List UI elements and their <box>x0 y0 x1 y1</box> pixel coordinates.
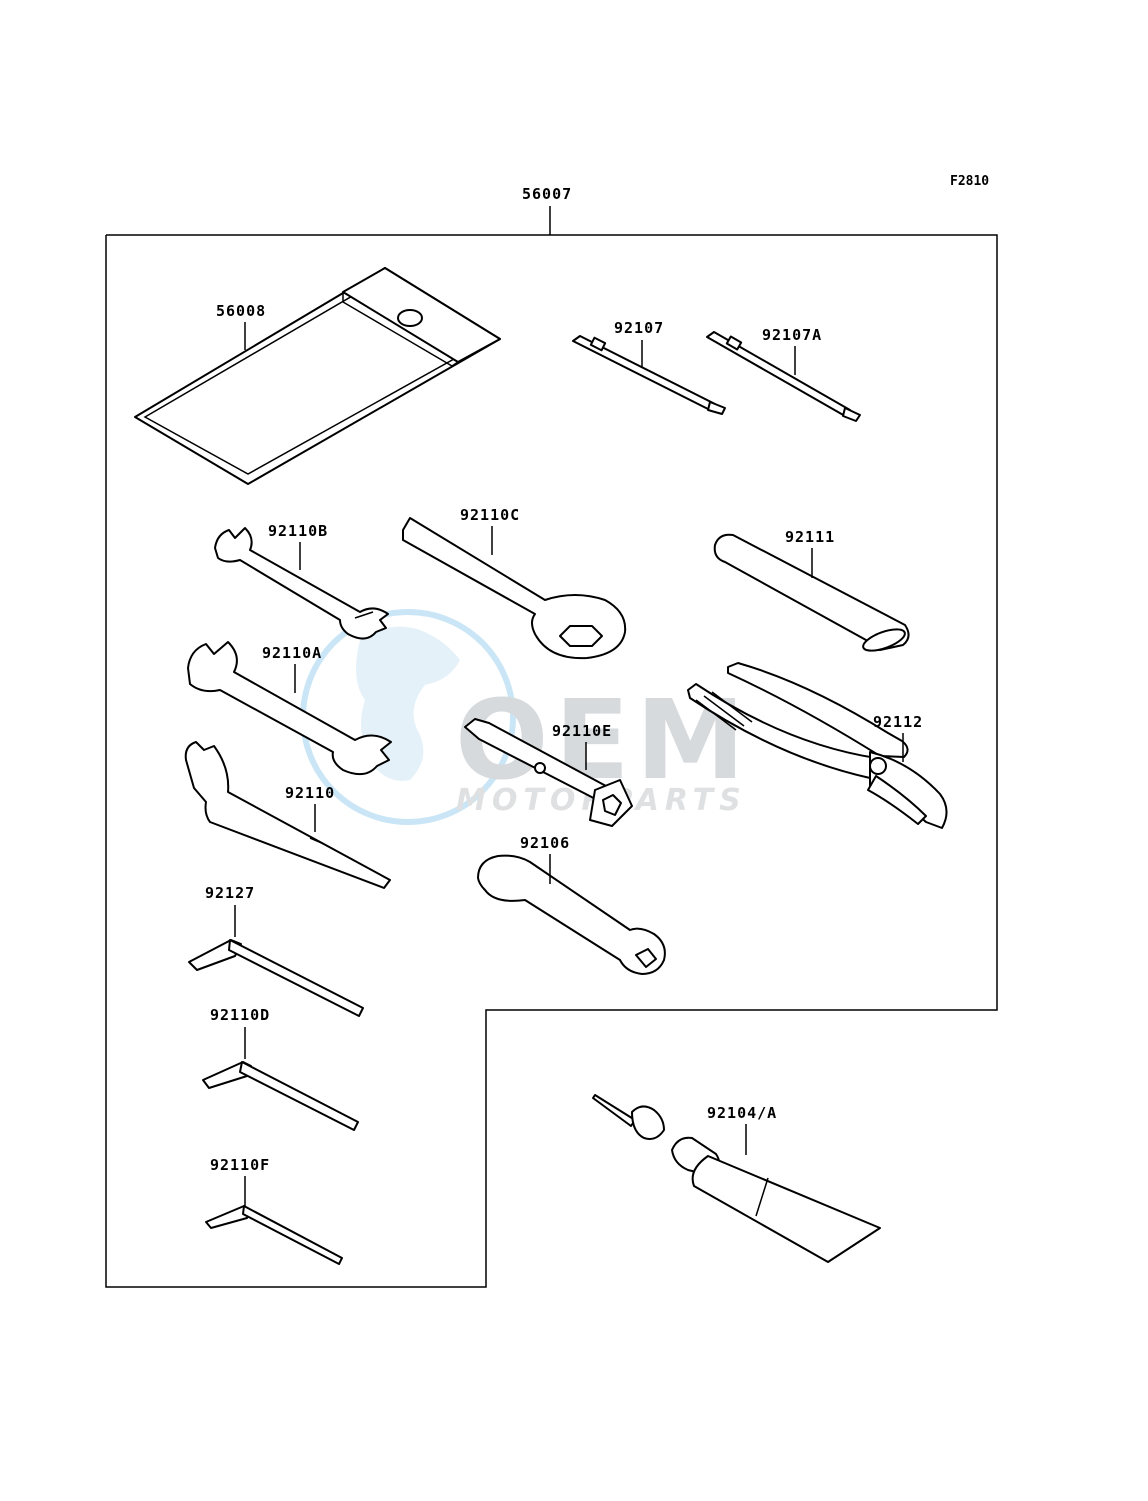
grease-tube-92104a <box>592 1094 881 1263</box>
kit-frame <box>105 234 998 1288</box>
pliers-pivot-icon <box>869 757 887 775</box>
wrench-92110a <box>187 641 392 776</box>
label-92107a: 92107A <box>762 326 822 344</box>
label-92127: 92127 <box>205 884 255 902</box>
hex-key-92127 <box>188 939 364 1017</box>
tool-pouch <box>134 267 501 485</box>
screwdriver-92107 <box>572 335 726 415</box>
label-92110e: 92110E <box>552 722 612 740</box>
label-92107: 92107 <box>614 319 664 337</box>
ring-wrench-92110c <box>402 517 627 660</box>
label-92110b: 92110B <box>268 522 328 540</box>
label-92110f: 92110F <box>210 1156 270 1174</box>
label-92111: 92111 <box>785 528 835 546</box>
label-92110d: 92110D <box>210 1006 270 1024</box>
screwdriver-92107a <box>706 331 861 422</box>
watermark: OEM MOTORPARTS <box>300 609 745 825</box>
pliers-92112 <box>687 662 948 829</box>
hook-wrench-92110 <box>184 741 391 889</box>
plug-wrench-92110e <box>464 718 633 827</box>
label-92112: 92112 <box>873 713 923 731</box>
label-56008: 56008 <box>216 302 266 320</box>
label-92110: 92110 <box>285 784 335 802</box>
label-92110a: 92110A <box>262 644 322 662</box>
pouch-snap-button <box>397 309 423 327</box>
label-92104a: 92104/A <box>707 1104 777 1122</box>
figure-code: F2810 <box>950 174 989 189</box>
hex-key-92110f <box>205 1205 343 1265</box>
wrench-92110b <box>214 527 389 640</box>
handle-92111 <box>713 533 910 652</box>
label-92106: 92106 <box>520 834 570 852</box>
label-92110c: 92110C <box>460 506 520 524</box>
socket-handle-92106 <box>477 854 666 975</box>
label-56007: 56007 <box>522 185 572 203</box>
hex-key-92110d <box>202 1061 359 1131</box>
